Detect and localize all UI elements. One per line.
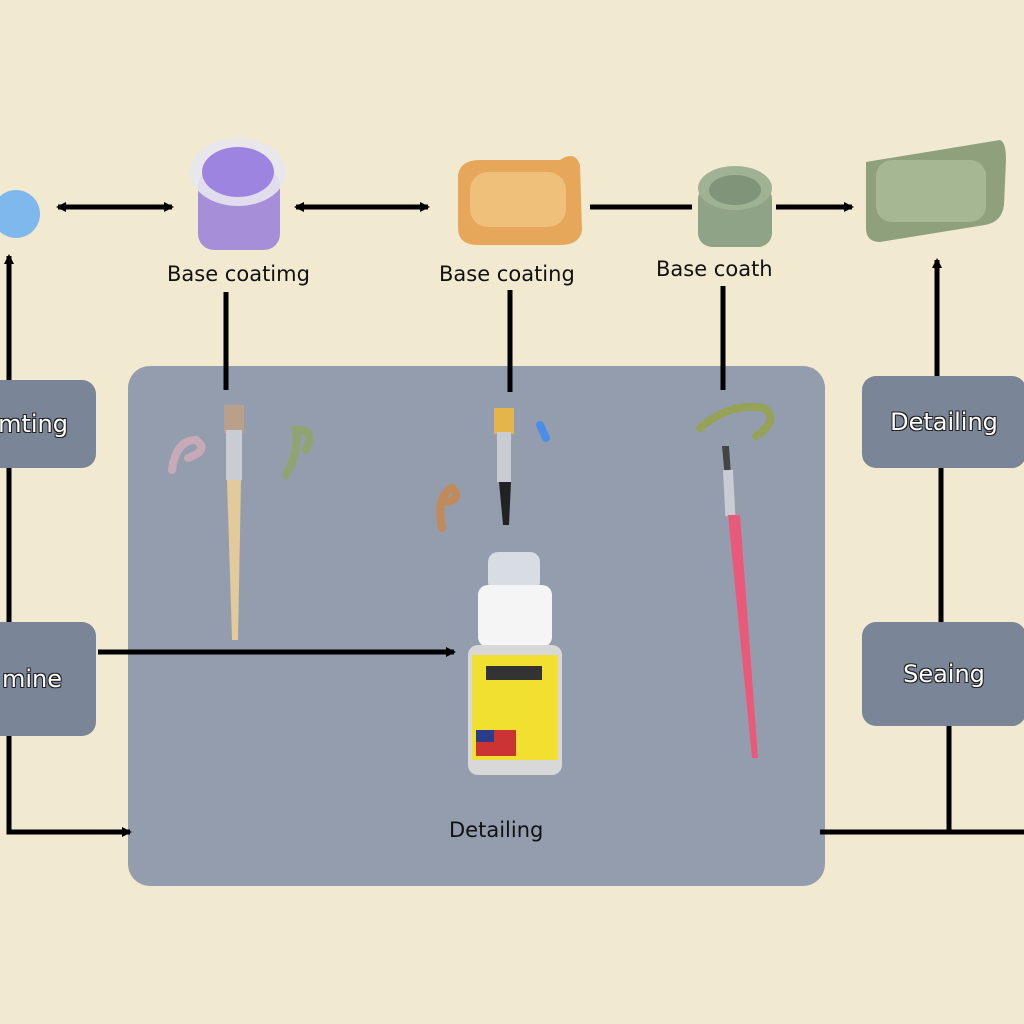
step-box-mine: mine [0, 622, 96, 736]
box-label: mting [0, 410, 68, 438]
paint-cup-icon [698, 166, 772, 247]
paint-tray-icon [866, 140, 1006, 242]
box-label: Seaing [903, 660, 985, 688]
paint-swirl-icon [168, 402, 775, 532]
box-label: Detailing [890, 408, 998, 436]
paintbrush-icon [722, 446, 758, 758]
paintbrush-icon [224, 405, 244, 640]
step-box-detailing: Detailing [862, 376, 1024, 468]
paintbrush-icon [494, 408, 514, 525]
box-label: mine [1, 665, 62, 693]
step-label: Base coatimg [167, 262, 310, 286]
blue-dot-icon [0, 190, 40, 238]
paint-cup-icon [190, 138, 286, 250]
step-box-sealing: Seaing [862, 622, 1024, 726]
work-mat [128, 366, 825, 886]
glue-bottle-icon [468, 552, 562, 775]
step-box-mting: mting [0, 380, 96, 468]
paint-tray-icon [458, 156, 582, 245]
step-label: Base coath [656, 257, 773, 281]
arrow-icon [6, 736, 132, 837]
mat-label: Detailing [449, 818, 544, 842]
step-label: Base coating [439, 262, 575, 286]
